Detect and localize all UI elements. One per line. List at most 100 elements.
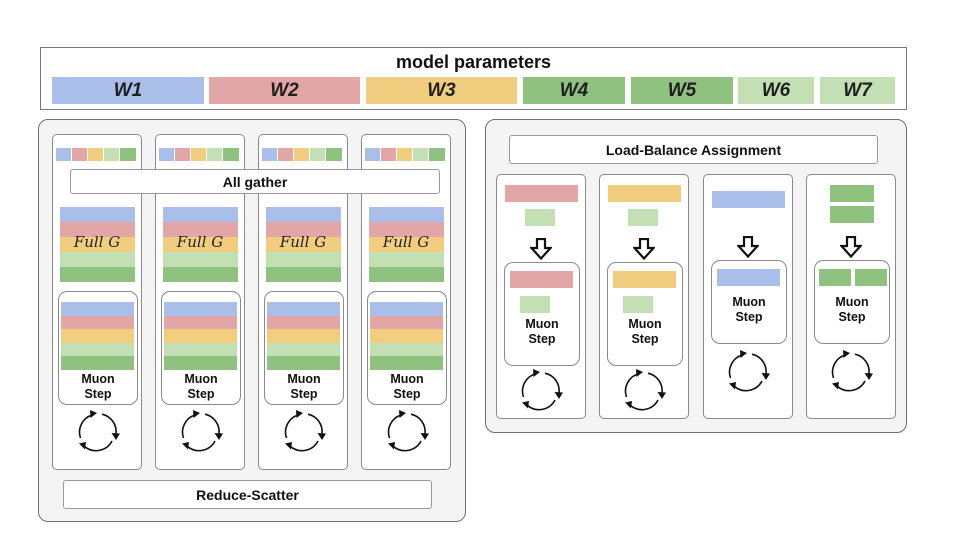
gradient-stripe — [163, 207, 238, 222]
param-shard — [365, 148, 380, 161]
param-shard — [262, 148, 277, 161]
param-shard — [397, 148, 412, 161]
reduce-scatter-label: Reduce-Scatter — [63, 480, 432, 509]
gradient-stripe — [164, 342, 237, 356]
gradient-stripe — [267, 342, 340, 356]
muon-step-label: Step — [631, 332, 659, 346]
assigned-param — [623, 296, 653, 313]
assigned-param — [510, 271, 573, 288]
gradient-stripe — [267, 315, 340, 329]
param-shard — [429, 148, 445, 161]
cycle-icon — [831, 350, 873, 392]
gradient-stripe — [369, 222, 444, 237]
assigned-param — [712, 191, 785, 208]
muon-step-label: Muon — [81, 372, 115, 386]
muon-step-label: Step — [838, 310, 866, 324]
weight-bar-w5: W5 — [631, 77, 733, 104]
muon-step-label: Muon — [732, 295, 766, 309]
assigned-param — [819, 269, 851, 286]
gradient-stripe — [370, 342, 443, 356]
gradient-stripe — [267, 302, 340, 316]
all-gather-label: All gather — [70, 169, 440, 194]
param-shard — [326, 148, 342, 161]
gradient-stripe — [164, 302, 237, 316]
weight-bar-w1: W1 — [52, 77, 204, 104]
gradient-stripe — [164, 329, 237, 343]
full-g-label: Full G — [279, 233, 327, 251]
full-g-label: Full G — [73, 233, 121, 251]
gradient-stripe — [369, 237, 444, 252]
assigned-param — [830, 206, 874, 223]
param-shard — [223, 148, 239, 161]
full-g-label: Full G — [382, 233, 430, 251]
param-shard — [207, 148, 222, 161]
param-shard — [278, 148, 293, 161]
gradient-stripe — [163, 222, 238, 237]
gradient-stripe — [266, 237, 341, 252]
gradient-stripe — [369, 252, 444, 267]
load-balance-assignment-label: Load-Balance Assignment — [509, 135, 878, 164]
param-shard — [191, 148, 206, 161]
muon-step-label: Step — [528, 332, 556, 346]
model-parameters-title: model parameters — [395, 52, 552, 72]
assigned-param — [525, 209, 555, 226]
param-shard — [72, 148, 87, 161]
cycle-icon — [387, 410, 429, 452]
weight-bar-w6: W6 — [738, 77, 814, 104]
gradient-stripe — [164, 356, 237, 370]
cycle-icon — [78, 410, 120, 452]
assigned-param — [608, 185, 681, 202]
gradient-stripe — [60, 267, 135, 282]
muon-step-label: Muon — [835, 295, 869, 309]
gradient-stripe — [267, 329, 340, 343]
assigned-param — [628, 209, 658, 226]
param-shard — [381, 148, 396, 161]
cycle-icon — [624, 369, 666, 411]
gradient-stripe — [163, 252, 238, 267]
param-shard — [56, 148, 71, 161]
muon-step-label: Muon — [184, 372, 218, 386]
muon-step-label: Muon — [287, 372, 321, 386]
param-shard — [413, 148, 428, 161]
weight-bar-w2: W2 — [209, 77, 360, 104]
assigned-param — [505, 185, 578, 202]
muon-step-label: Step — [84, 387, 112, 401]
weight-bar-w3: W3 — [366, 77, 517, 104]
gradient-stripe — [370, 302, 443, 316]
gradient-stripe — [266, 252, 341, 267]
gradient-stripe — [164, 315, 237, 329]
full-g-label: Full G — [176, 233, 224, 251]
gradient-stripe — [370, 315, 443, 329]
down-arrow-icon — [530, 238, 552, 260]
gradient-stripe — [163, 267, 238, 282]
weight-bar-w7: W7 — [820, 77, 895, 104]
gradient-stripe — [61, 315, 134, 329]
param-shard — [88, 148, 103, 161]
gradient-stripe — [266, 267, 341, 282]
gradient-stripe — [370, 356, 443, 370]
weight-bar-w4: W4 — [523, 77, 625, 104]
gradient-stripe — [61, 356, 134, 370]
param-shard — [310, 148, 325, 161]
param-shard — [294, 148, 309, 161]
gradient-stripe — [370, 329, 443, 343]
cycle-icon — [728, 350, 770, 392]
gradient-stripe — [369, 207, 444, 222]
gradient-stripe — [266, 207, 341, 222]
assigned-param — [717, 269, 780, 286]
assigned-param — [830, 185, 874, 202]
